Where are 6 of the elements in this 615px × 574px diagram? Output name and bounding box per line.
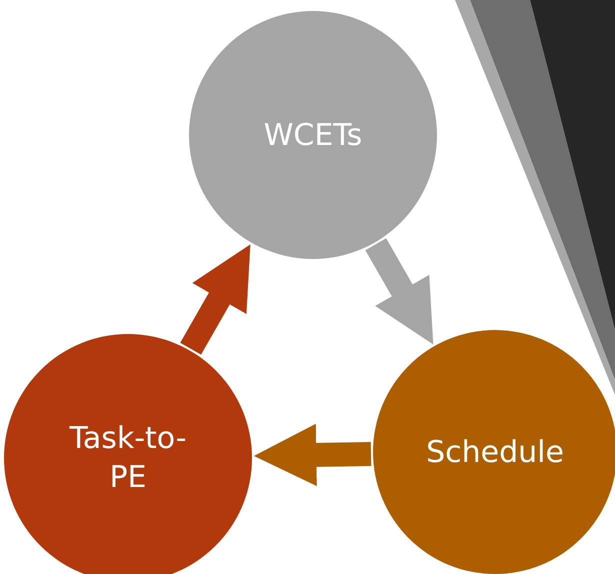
block-arrow xyxy=(254,424,372,486)
node-label: WCETs xyxy=(262,116,364,154)
block-arrow xyxy=(180,244,250,355)
node-label: Schedule xyxy=(425,434,565,472)
block-arrow xyxy=(365,238,434,344)
node-label: Task-to-PE xyxy=(68,420,188,497)
